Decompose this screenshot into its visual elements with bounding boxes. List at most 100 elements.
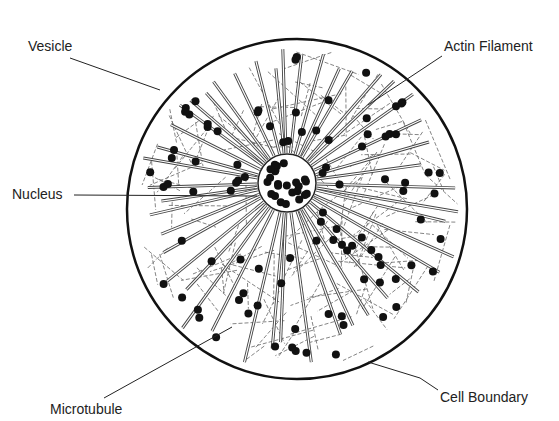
microtubule-core [214,82,270,159]
vesicle-dot [254,106,262,114]
vesicle-dot [227,187,235,195]
microtubule [206,93,267,161]
actin-filaments [142,52,457,361]
vesicle-dot [319,209,327,217]
vesicle-dot [358,234,366,242]
vesicle-dot [237,256,245,264]
vesicle-dot [266,122,274,130]
microtubule [316,142,429,175]
microtubule-core [314,195,453,257]
part-label: Vesicle [28,38,72,54]
microtubule-core [300,69,340,156]
microtubule [314,195,453,257]
vesicle-dot [160,280,168,288]
vesicle-dot [254,302,262,310]
vesicle-dot [181,108,189,116]
microtubule-core [309,81,394,162]
vesicle-dot [379,313,387,321]
vesicle-dot [284,137,292,145]
vesicle-dot [407,261,415,269]
cell-boundary [127,39,467,379]
microtubule-core [316,142,429,175]
vesicle-dot [298,128,306,136]
nucleus-dot [301,175,309,183]
microtubule [161,187,257,201]
vesicle-dot [364,130,372,138]
vesicle-dot [291,325,299,333]
microtubule [295,54,323,154]
vesicle-dot [376,278,384,286]
microtubules [143,49,458,362]
leader-line [368,56,442,105]
actin-filament [260,106,295,108]
actin-filament [296,52,358,75]
vesicle-dot [178,237,186,245]
vesicle-dot [329,236,337,244]
microtubule [183,207,270,328]
vesicle-dot [417,215,425,223]
actin-filament [343,346,373,361]
vesicle-dot [325,136,333,144]
vesicle-dot [436,169,444,177]
leader-line [368,362,438,390]
vesicle-dot [312,127,320,135]
actin-filament [273,254,275,304]
actin-filament [152,255,158,285]
vesicle-dot [338,241,346,249]
vesicle-dot [437,235,445,243]
vesicle-dot [292,108,300,116]
vesicle-dot [325,310,333,318]
vesicles [146,53,444,359]
vesicle-dot [271,343,279,351]
vesicle-dot [333,225,341,233]
vesicle-dot [381,175,389,183]
vesicle-dot [401,179,409,187]
microtubule [309,81,394,162]
vesicle-dot [189,188,197,196]
nucleus-dot [283,182,291,190]
vesicle-dot [214,127,222,135]
actin-filament [309,334,342,343]
microtubule [300,69,340,156]
microtubule-core [163,198,261,253]
vesicle-dot [234,177,242,185]
microtubule [214,82,270,159]
vesicle-dot [397,99,405,107]
microtubule [283,49,286,153]
nucleus-dot [295,195,303,203]
vesicle-dot [168,154,176,162]
vesicle-dot [375,253,383,261]
vesicle-dot [319,169,327,177]
nucleus-dot [280,159,288,167]
actin-filament [410,153,444,171]
microtubule-core [295,54,323,154]
microtubule-core [161,187,257,201]
actin-filament [142,144,158,185]
actin-filament [425,175,457,204]
vesicle-dot [317,218,325,226]
vesicle-dot [336,181,344,189]
vesicle-dot [386,130,394,138]
part-label: Actin Filament [444,38,533,54]
vesicle-dot [429,268,437,276]
actin-filament [376,122,402,130]
vesicle-dot [303,349,311,357]
part-label: Cell Boundary [440,389,528,405]
vesicle-dot [332,351,340,359]
microtubule-core [303,209,369,316]
vesicle-dot [362,69,370,77]
actin-filament [169,205,235,207]
nucleus-content [264,159,311,208]
vesicle-dot [340,321,348,329]
microtubule [167,202,264,281]
actin-filament [311,316,318,350]
actin-filament [394,266,428,319]
vesicle-dot [195,314,203,322]
vesicle-dot [392,303,400,311]
microtubule [300,210,353,325]
actin-filament [247,283,249,309]
actin-filament [268,72,317,117]
vesicle-dot [146,168,154,176]
nucleus-dot [292,178,300,186]
